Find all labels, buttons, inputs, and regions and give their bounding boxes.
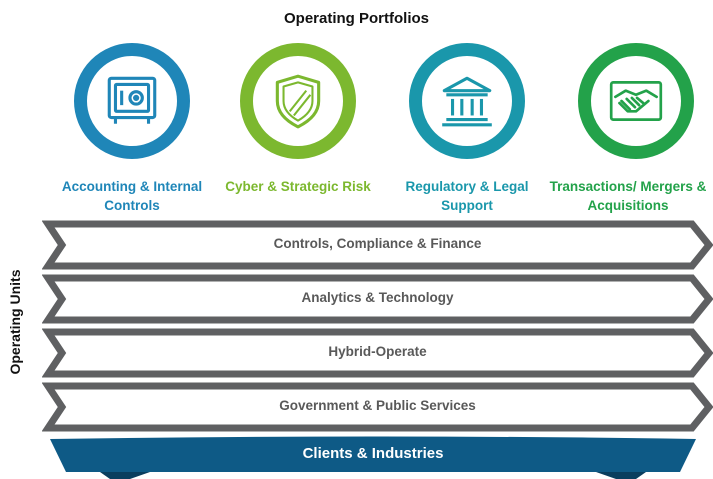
portfolio-ring-cyber [240,43,356,159]
portfolio-ring-regulatory [409,43,525,159]
portfolio-label-cyber: Cyber & Strategic Risk [225,179,371,194]
clients-banner: Clients & Industries [50,436,696,479]
unit-bar-analytics: Analytics & Technology [42,274,713,324]
portfolio-ring-accounting [74,43,190,159]
bank-building-icon [442,76,492,127]
portfolio-ring-transactions [578,43,694,159]
unit-bar-hybrid: Hybrid-Operate [42,328,713,378]
unit-bar-government: Government & Public Services [42,382,713,432]
unit-label-analytics: Analytics & Technology [301,290,454,305]
vault-icon [107,76,157,124]
shield-icon [275,74,321,129]
unit-label-controls: Controls, Compliance & Finance [273,236,482,251]
unit-label-hybrid: Hybrid-Operate [328,344,427,359]
page-title: Operating Portfolios [283,10,429,27]
operating-units-label: Operating Units [7,269,23,375]
handshake-icon [609,81,663,121]
portfolio-label-regulatory: Regulatory & Legal Support [405,179,529,213]
portfolio-label-accounting: Accounting & Internal Controls [61,179,203,213]
unit-label-government: Government & Public Services [279,398,476,413]
clients-banner-label: Clients & Industries [302,445,444,462]
unit-bar-controls: Controls, Compliance & Finance [42,220,713,270]
portfolio-label-transactions: Transactions/ Mergers & Acquisitions [549,179,707,213]
